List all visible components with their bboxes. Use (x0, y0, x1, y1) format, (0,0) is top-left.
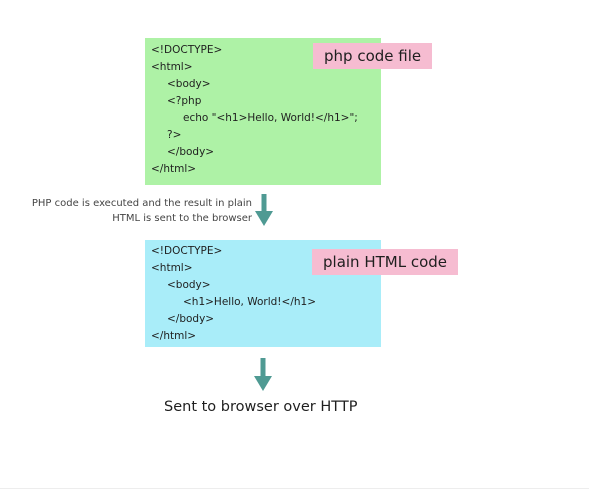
php-code-line: <body> (167, 78, 211, 90)
plain-html-code-label: plain HTML code (312, 249, 459, 275)
arrow-down-icon (255, 194, 273, 226)
divider (0, 488, 589, 489)
html-code-line: <h1>Hello, World!</h1> (183, 296, 316, 308)
php-code-line: echo "<h1>Hello, World!</h1>"; (183, 112, 358, 124)
php-code-line: <html> (151, 61, 193, 73)
html-code-line: <html> (151, 262, 193, 274)
execution-note: PHP code is executed and the result in p… (31, 198, 252, 224)
php-code-line: <?php (167, 95, 202, 107)
html-code-line: </html> (151, 330, 197, 342)
php-code-line: <!DOCTYPE> (151, 44, 223, 56)
arrow-down-icon (254, 358, 272, 391)
php-code-line: ?> (167, 129, 182, 141)
html-code-line: <!DOCTYPE> (151, 245, 223, 257)
php-code-line: </body> (167, 146, 215, 158)
sent-to-browser-caption: Sent to browser over HTTP (164, 399, 358, 415)
html-code-line: </body> (167, 313, 215, 325)
php-code-file-label: php code file (313, 43, 433, 69)
php-code-line: </html> (151, 163, 197, 175)
html-code-line: <body> (167, 279, 211, 291)
